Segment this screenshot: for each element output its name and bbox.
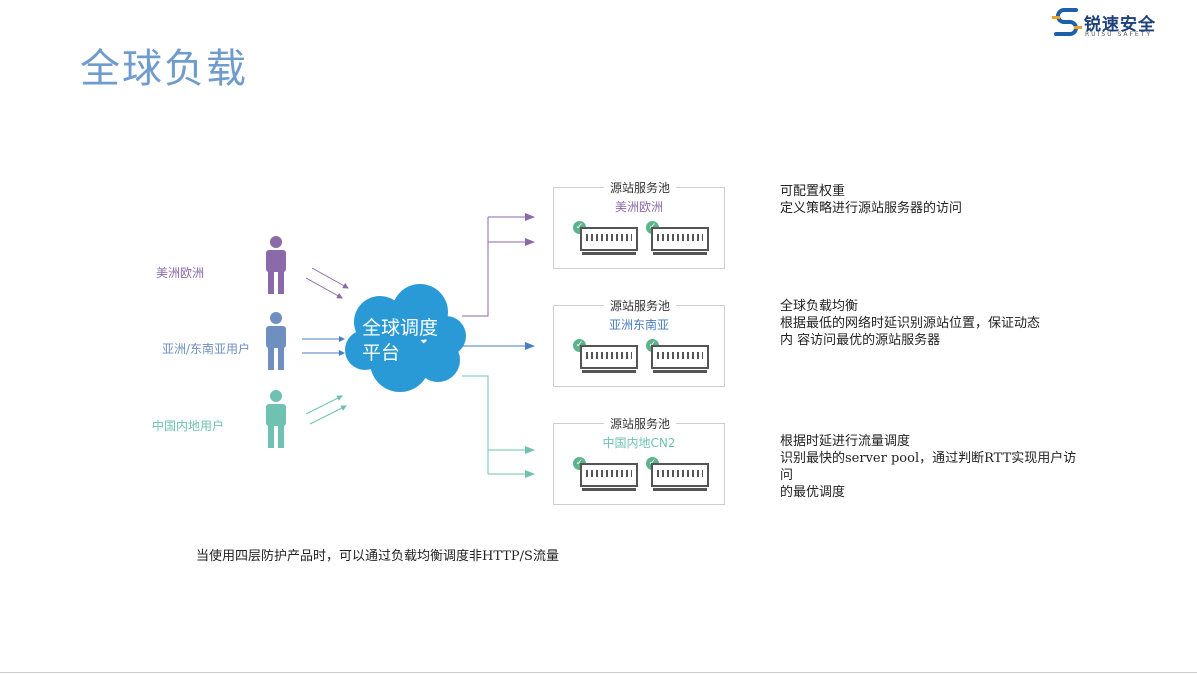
pool-title: 源站服务池 <box>604 179 677 196</box>
user-region-label: 美洲欧洲 <box>156 266 205 280</box>
description-line: 定义策略进行源站服务器的访问 <box>780 201 963 216</box>
logo-subtitle: RUISU SAFETY <box>1085 31 1153 38</box>
user-figure-china <box>266 390 286 448</box>
user-figure-americas-europe <box>266 236 286 294</box>
pool-region: 亚洲东南亚 <box>608 318 669 332</box>
origin-pool-china: 源站服务池 中国内地CN2 ✓ ✓ <box>553 415 725 505</box>
description-latency-scheduling: 根据时延进行流量调度 识别最快的server pool，通过判断RTT实现用户访… <box>780 433 1076 501</box>
user-to-cloud-arrows <box>302 267 349 425</box>
description-line: 根据时延进行流量调度 <box>780 434 911 449</box>
pool-title: 源站服务池 <box>604 297 677 314</box>
bottom-divider <box>0 672 1197 673</box>
page-title: 全球负载 <box>80 46 248 92</box>
description-line: 识别最快的server pool，通过判断RTT实现用户访 <box>780 451 1077 466</box>
company-logo: 锐速安全 RUISU SAFETY <box>1052 6 1182 42</box>
cloud-label-line: 全球调度 <box>362 317 439 339</box>
user-figure-asia <box>266 312 286 370</box>
server-icon <box>580 227 638 255</box>
description-line: 全球负载均衡 <box>780 299 859 314</box>
description-line: 的最优调度 <box>780 485 846 500</box>
origin-pool-americas-europe: 源站服务池 美洲欧洲 ✓ ✓ <box>553 179 725 269</box>
origin-pool-asia: 源站服务池 亚洲东南亚 ✓ ✓ <box>553 297 725 387</box>
description-line: 根据最低的网络时延识别源站位置，保证动态 <box>780 316 1041 331</box>
description-weights: 可配置权重 定义策略进行源站服务器的访问 <box>780 183 962 217</box>
user-region-label: 中国内地用户 <box>152 419 225 433</box>
cloud-label-line: 平台 <box>362 342 401 364</box>
logo-name: 锐速安全 <box>1084 15 1156 35</box>
server-icon <box>580 345 638 373</box>
pool-title: 源站服务池 <box>604 415 677 432</box>
global-scheduling-cloud <box>345 284 466 392</box>
cloud-label: 全球调度 平台 <box>362 316 462 366</box>
description-line: 可配置权重 <box>780 184 846 199</box>
server-icon <box>580 463 638 491</box>
logo-mark-icon <box>1052 8 1082 36</box>
description-line: 内 容访问最优的源站服务器 <box>780 333 941 348</box>
footer-note: 当使用四层防护产品时，可以通过负载均衡调度非HTTP/S流量 <box>196 549 559 564</box>
pool-region: 中国内地CN2 <box>602 436 676 450</box>
description-global-load-balancing: 全球负载均衡 根据最低的网络时延识别源站位置，保证动态 内 容访问最优的源站服务… <box>780 298 1040 349</box>
server-icon <box>651 227 709 255</box>
description-line: 问 <box>780 468 794 483</box>
cloud-to-pool-connectors <box>462 213 535 478</box>
server-icon <box>651 463 709 491</box>
user-region-label: 亚洲/东南亚用户 <box>162 342 251 356</box>
pool-region: 美洲欧洲 <box>614 200 663 214</box>
server-icon <box>651 345 709 373</box>
